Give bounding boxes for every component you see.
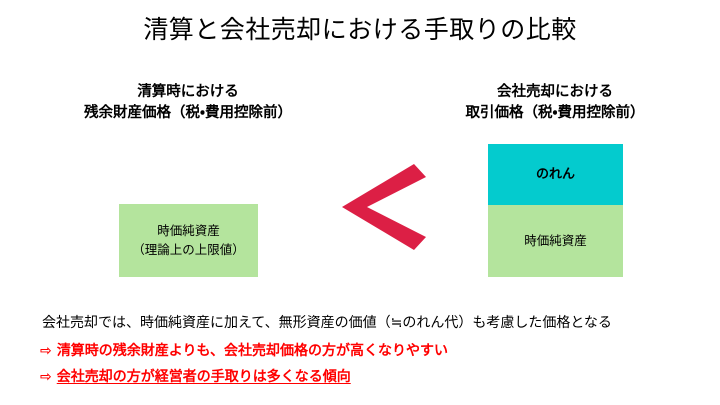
right-column-header: 会社売却における 取引価格（税・費用控除前）	[395, 82, 715, 124]
right-bar-net-asset: 時価純資産	[488, 205, 623, 277]
right-column-header-line2: 取引価格（税・費用控除前）	[465, 105, 645, 122]
note-line-1-text: 会社売却では、時価純資産に加えて、無形資産の価値（≒のれん代）も考慮した価格とな…	[42, 314, 612, 330]
right-arrow-icon: ⇨	[40, 342, 52, 358]
note-line-1: 会社売却では、時価純資産に加えて、無形資産の価値（≒のれん代）も考慮した価格とな…	[42, 313, 612, 333]
note-line-3-text: 会社売却の方が経営者の手取りは多くなる傾向	[56, 368, 351, 384]
right-bar-net-asset-label: 時価純資産	[524, 233, 587, 248]
right-bar-goodwill-label: のれん	[535, 166, 575, 182]
less-than-chevron-icon	[342, 164, 426, 250]
left-bar-net-asset-label-line2: （理論上の上限値）	[132, 242, 245, 257]
left-bar-net-asset: 時価純資産 （理論上の上限値）	[119, 204, 258, 277]
left-column-header-line2: 残余財産価格（税・費用控除前）	[84, 105, 292, 122]
note-line-2-text: 清算時の残余財産よりも、会社売却価格の方が高くなりやすい	[56, 342, 449, 358]
left-bar-net-asset-label: 時価純資産 （理論上の上限値）	[132, 222, 245, 258]
note-line-3: ⇨会社売却の方が経営者の手取りは多くなる傾向	[40, 367, 351, 387]
note-line-2: ⇨清算時の残余財産よりも、会社売却価格の方が高くなりやすい	[40, 341, 448, 361]
right-arrow-icon: ⇨	[40, 368, 52, 384]
left-column-header: 清算時における 残余財産価格（税・費用控除前）	[28, 82, 348, 124]
left-bar-net-asset-label-line1: 時価純資産	[157, 224, 220, 239]
right-bar-goodwill: のれん	[488, 144, 623, 205]
page-title: 清算と会社売却における手取りの比較	[143, 16, 577, 44]
right-column-header-line1: 会社売却における	[497, 84, 613, 100]
left-column-header-line1: 清算時における	[137, 84, 239, 100]
